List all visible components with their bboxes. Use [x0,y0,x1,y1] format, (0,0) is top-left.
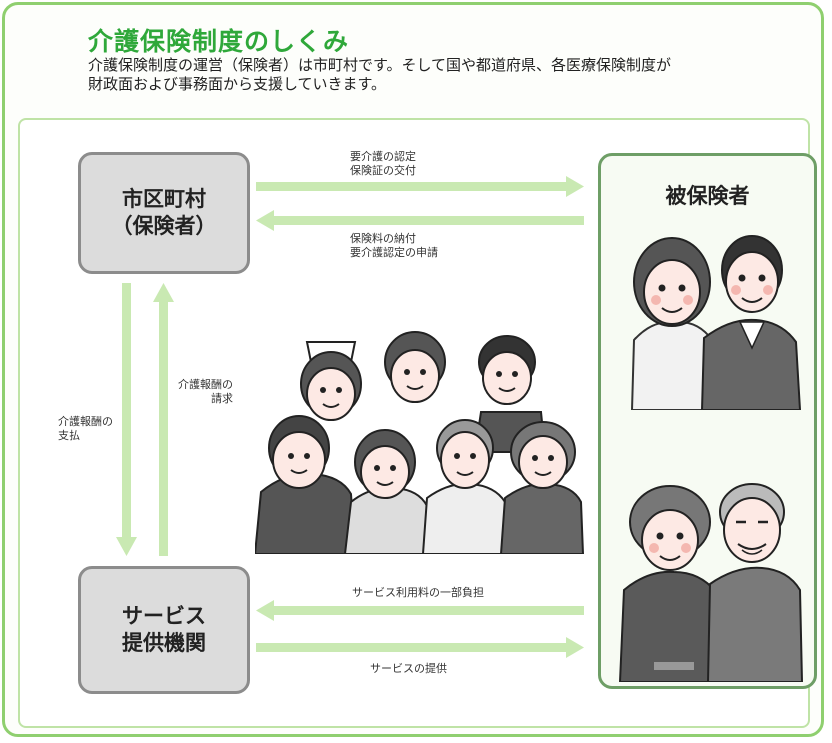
label-copay: サービス利用料の一部負担 [352,586,484,599]
page-title: 介護保険制度のしくみ [88,27,350,56]
label-claim: 介護報酬の 請求 [178,378,233,405]
insured-couple-illustration [630,235,802,410]
label-payment: 介護報酬の 支払 [58,415,113,442]
lead-line-1: 介護保険制度の運営（保険者）は市町村です。そして国や都道府県、各医療保険制度が [88,56,672,74]
arrow-to-municipality [256,210,584,231]
service-provider-box: サービス 提供機関 [78,566,250,694]
municipality-box: 市区町村 （保険者） [78,152,250,274]
municipality-label: 市区町村 [122,187,206,211]
arrow-copay [256,600,584,621]
insured-label: 被保険者 [665,184,750,208]
care-staff-illustration [255,331,585,554]
lead-line-2: 財政面および事務面から支援していきます。 [88,75,387,93]
label-to-municipality: 保険料の納付 要介護認定の申請 [350,232,438,259]
service-provider-sublabel: 提供機関 [122,631,206,655]
arrow-service [256,637,584,658]
arrow-claim [153,283,174,556]
insured-elderly-illustration [618,483,804,682]
nurse-figure [300,341,362,421]
arrow-payment [116,283,137,556]
service-provider-label: サービス [122,604,206,628]
arrow-to-insured [256,176,584,197]
municipality-sublabel: （保険者） [111,214,217,238]
lead-text: 介護保険制度の運営（保険者）は市町村です。そして国や都道府県、各医療保険制度が … [88,56,788,94]
label-to-insured: 要介護の認定 保険証の交付 [350,150,416,177]
label-service: サービスの提供 [370,662,447,675]
